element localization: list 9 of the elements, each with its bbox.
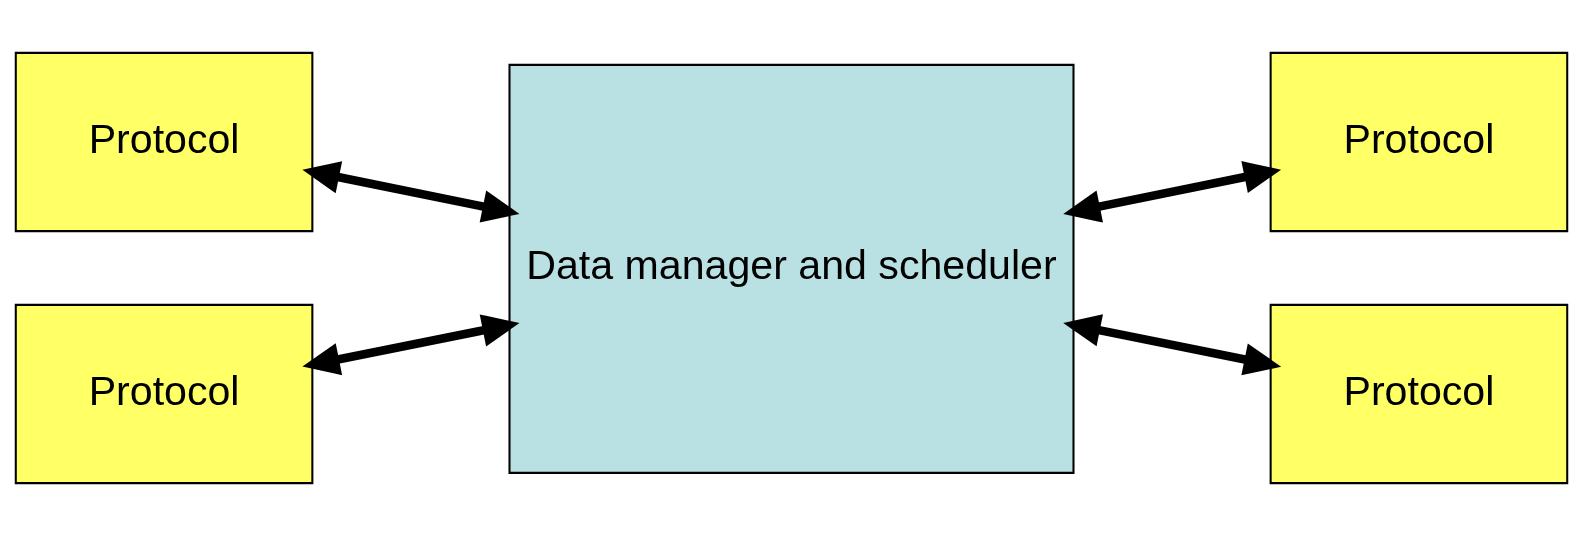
node-box: Protocol xyxy=(1269,51,1569,233)
node-box: Protocol xyxy=(14,303,314,485)
node-box: Data manager and scheduler xyxy=(508,63,1075,474)
node-box: Protocol xyxy=(14,51,314,233)
arrow xyxy=(302,314,520,376)
arrow xyxy=(302,161,520,223)
node-box: Protocol xyxy=(1269,303,1569,485)
arrow xyxy=(1063,161,1282,223)
arrow xyxy=(1063,314,1282,376)
